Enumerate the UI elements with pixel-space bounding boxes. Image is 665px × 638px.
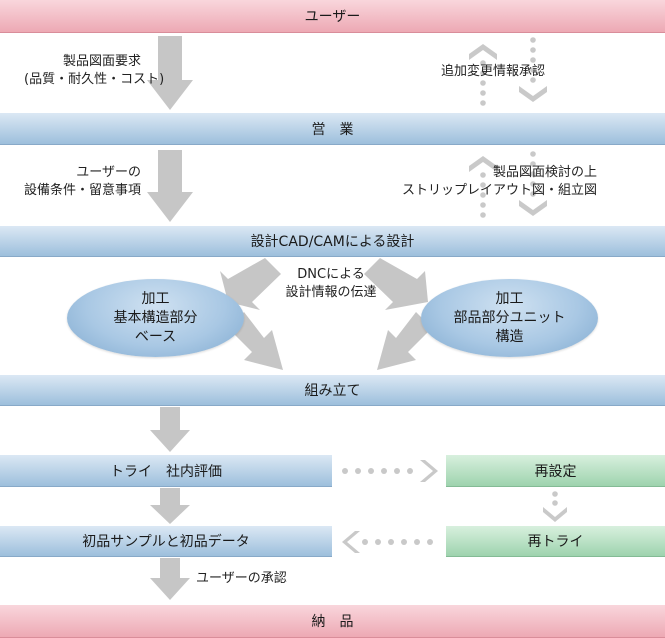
requirements-line-1: 製品図面要求: [62, 54, 141, 69]
design-bar: 設計CAD/CAMによる設計: [0, 226, 665, 257]
dotted-up-arrow-2: [469, 156, 497, 218]
down-arrow-sample-to-delivery: [150, 558, 190, 600]
assembly-bar: 組み立て: [0, 375, 665, 406]
requirements-note: 製品図面要求 (品質・耐久性・コスト): [24, 53, 165, 89]
dotted-down-arrow-2: [519, 151, 547, 216]
user-bar-label: ユーザー: [304, 9, 361, 25]
sales-bar-label: 営 業: [311, 121, 354, 138]
dotted-right-arrow: [342, 460, 438, 482]
dnc-note: DNCによる 設計情報の伝達: [276, 266, 386, 302]
dnc-line-1: DNCによる: [297, 267, 365, 282]
delivery-bar-label: 納 品: [311, 614, 354, 630]
conditions-line-1: ユーザーの: [76, 165, 141, 180]
right-oval-label: 加工 部品部分ユニット 構造: [453, 290, 566, 345]
diag-arrow-right-oval-to-assembly: [377, 312, 432, 370]
trial-bar-label: トライ 社内評価: [110, 463, 222, 480]
user-approval-note: ユーザーの承認: [196, 570, 287, 588]
down-arrow-sales-to-design: [147, 150, 193, 222]
study-line-1: 製品図面検討の上: [492, 165, 597, 180]
diag-arrow-to-right-oval: [364, 258, 428, 310]
down-arrow-trial-to-sample: [150, 488, 190, 524]
sample-bar-label: 初品サンプルと初品データ: [82, 534, 250, 550]
retry-bar-label: 再トライ: [527, 534, 584, 550]
left-oval-label: 加工 基本構造部分 ベース: [113, 290, 198, 345]
user-bar: ユーザー: [0, 0, 665, 33]
dotted-down-arrow-3: [543, 491, 567, 522]
delivery-bar: 納 品: [0, 605, 665, 638]
down-arrow-user-to-sales: [147, 36, 193, 110]
approval-text: 追加変更情報承認: [441, 64, 546, 79]
resetting-bar-label: 再設定: [534, 463, 577, 480]
dnc-line-2: 設計情報の伝達: [285, 285, 377, 300]
down-arrow-assembly-to-trial: [150, 407, 190, 452]
requirements-line-2: (品質・耐久性・コスト): [24, 72, 165, 87]
diag-arrow-to-left-oval: [220, 258, 281, 310]
sample-bar: 初品サンプルと初品データ: [0, 526, 332, 557]
right-process-oval: 加工 部品部分ユニット 構造: [421, 279, 598, 357]
dotted-left-arrow: [342, 531, 433, 553]
study-line-2: ストリップレイアウト図・組立図: [401, 183, 597, 198]
trial-bar: トライ 社内評価: [0, 455, 332, 487]
study-note: 製品図面検討の上 ストリップレイアウト図・組立図: [401, 164, 597, 200]
conditions-note: ユーザーの 設備条件・留意事項: [16, 164, 141, 200]
conditions-line-2: 設備条件・留意事項: [23, 183, 141, 198]
dotted-up-arrow-1: [469, 44, 497, 106]
dotted-down-arrow-1: [519, 37, 547, 102]
resetting-bar: 再設定: [446, 455, 665, 487]
user-approval-text: ユーザーの承認: [196, 571, 287, 586]
retry-bar: 再トライ: [446, 526, 665, 557]
assembly-bar-label: 組み立て: [304, 383, 361, 399]
design-bar-label: 設計CAD/CAMによる設計: [250, 234, 415, 250]
approval-note: 追加変更情報承認: [441, 63, 545, 81]
left-process-oval: 加工 基本構造部分 ベース: [67, 279, 244, 357]
sales-bar: 営 業: [0, 113, 665, 145]
